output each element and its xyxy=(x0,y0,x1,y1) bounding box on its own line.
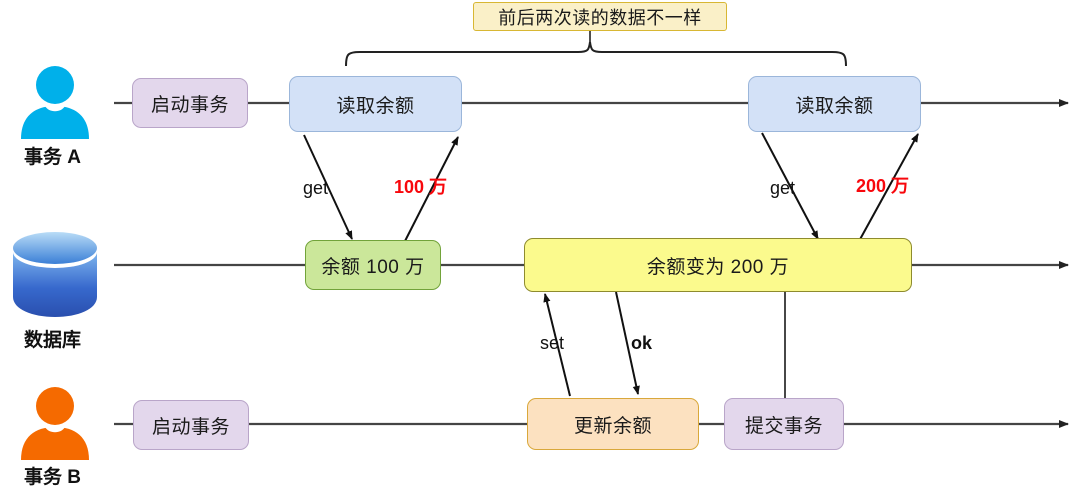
arrow-get-1 xyxy=(303,134,353,240)
span-brace xyxy=(345,41,847,67)
annotation-callout: 前后两次读的数据不一样 xyxy=(473,2,727,31)
actor-label-transaction-b: 事务 B xyxy=(24,467,82,488)
person-icon-a xyxy=(21,66,89,139)
arrow-set xyxy=(543,293,571,397)
node-update-balance[interactable]: 更新余额 xyxy=(527,398,699,450)
actor-label-database: 数据库 xyxy=(24,330,82,351)
node-commit-transaction[interactable]: 提交事务 xyxy=(724,398,844,450)
node-start-transaction-a[interactable]: 启动事务 xyxy=(132,78,248,128)
node-balance-changed-200[interactable]: 余额变为 200 万 xyxy=(524,238,912,292)
person-icon-b xyxy=(21,387,89,460)
arrow-ok xyxy=(615,291,640,395)
actor-label-transaction-a: 事务 A xyxy=(24,147,82,168)
database-icon xyxy=(13,232,97,317)
node-read-balance-1[interactable]: 读取余额 xyxy=(289,76,462,132)
node-balance-100[interactable]: 余额 100 万 xyxy=(305,240,441,290)
edge-label-get-1: get xyxy=(303,178,329,198)
node-start-transaction-b[interactable]: 启动事务 xyxy=(133,400,249,450)
edge-label-value-2: 200 万 xyxy=(856,176,910,196)
edge-label-value-1: 100 万 xyxy=(394,177,448,197)
edge-label-get-2: get xyxy=(770,178,796,198)
edge-label-set: set xyxy=(540,333,565,353)
edge-label-ok: ok xyxy=(631,333,653,353)
node-read-balance-2[interactable]: 读取余额 xyxy=(748,76,921,132)
arrow-value-2 xyxy=(857,133,919,244)
arrow-value-1 xyxy=(403,136,459,244)
arrow-get-2 xyxy=(761,132,819,240)
